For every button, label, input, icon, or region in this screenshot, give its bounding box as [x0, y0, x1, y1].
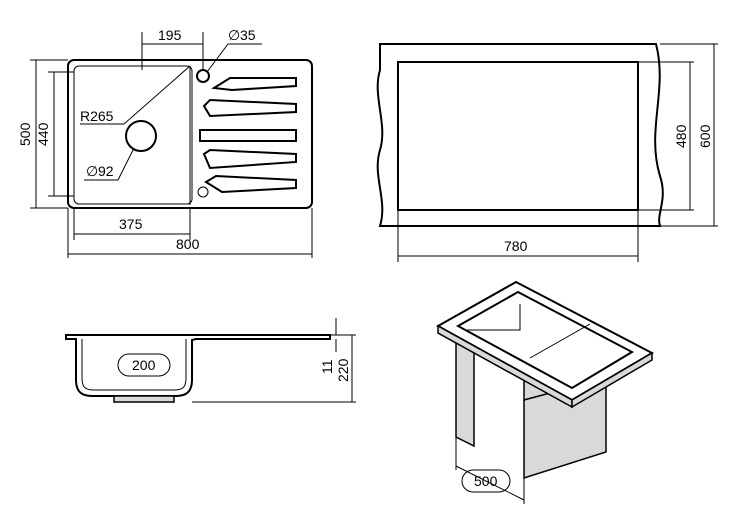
side-view: 200 11 220 [65, 318, 356, 403]
dim-tap-hole: 35 [240, 27, 256, 43]
dim-height-total: 500 [17, 122, 33, 146]
dim-bowl-width: 375 [119, 216, 143, 232]
overflow-hole [197, 186, 209, 198]
dim-cabinet-width: 500 [474, 473, 498, 489]
dim-inner-height: 440 [35, 122, 51, 146]
dim-cabinet-depth: 600 [697, 124, 713, 148]
dim-width-total: 800 [176, 236, 200, 252]
bowl-outline [73, 65, 193, 205]
cabinet-width-badge [461, 469, 511, 493]
drain-outlet [113, 395, 175, 403]
cutout-view: 780 480 600 [376, 43, 718, 262]
dim-corner-radius: R265 [80, 108, 114, 124]
dim-drain-hole: 92 [98, 163, 114, 179]
rim-profile [65, 334, 331, 397]
dim-cutout-width: 780 [504, 238, 528, 254]
cutout-rect [397, 61, 639, 211]
cabinet-left-panel [455, 338, 475, 448]
drainer-ribs [199, 77, 297, 194]
cabinet-view: 500 [435, 280, 655, 504]
bowl-depth-badge [117, 353, 171, 377]
countertop-opening [455, 290, 635, 390]
countertop-outline [376, 43, 664, 227]
dim-tap-hole-symbol: ∅ [228, 27, 240, 43]
top-view: 195 ∅ 35 R265 ∅ 92 500 440 375 8 [17, 27, 313, 258]
dim-total-depth: 220 [335, 358, 351, 382]
dim-drain-symbol: ∅ [86, 163, 98, 179]
drain-hole [125, 120, 157, 152]
dim-tap-offset: 195 [158, 27, 182, 43]
dim-bowl-depth: 200 [132, 357, 156, 373]
dim-cutout-height: 480 [673, 124, 689, 148]
dim-rim-thickness: 11 [319, 359, 335, 374]
